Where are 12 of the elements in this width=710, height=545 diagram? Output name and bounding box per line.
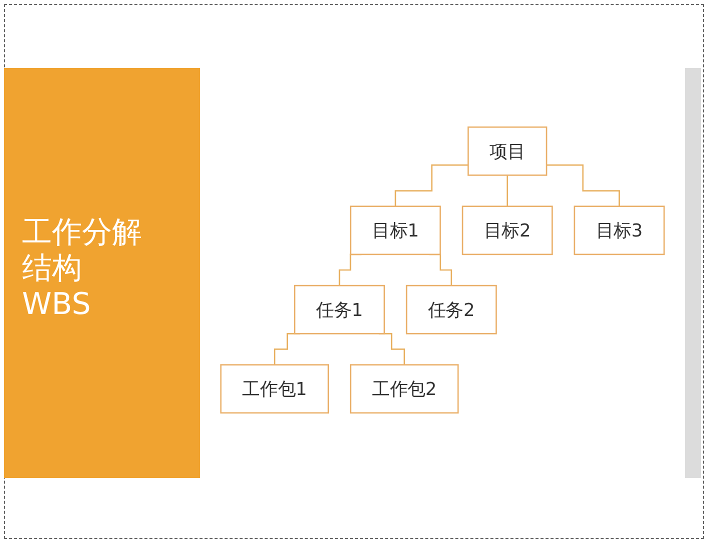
- node-box: 工作包1: [220, 364, 330, 414]
- connector: [394, 164, 468, 208]
- node-box: 工作包2: [350, 364, 459, 414]
- node-box: 目标1: [350, 206, 441, 256]
- title: 工作分解结构WBS: [22, 215, 143, 323]
- node-box: 目标2: [462, 206, 553, 256]
- node-box: 任务1: [294, 284, 385, 334]
- connector: [506, 174, 508, 208]
- connector: [546, 164, 620, 208]
- node-box: 项目: [468, 126, 548, 176]
- node-box: 目标3: [574, 206, 665, 256]
- node-box: 任务2: [406, 284, 497, 334]
